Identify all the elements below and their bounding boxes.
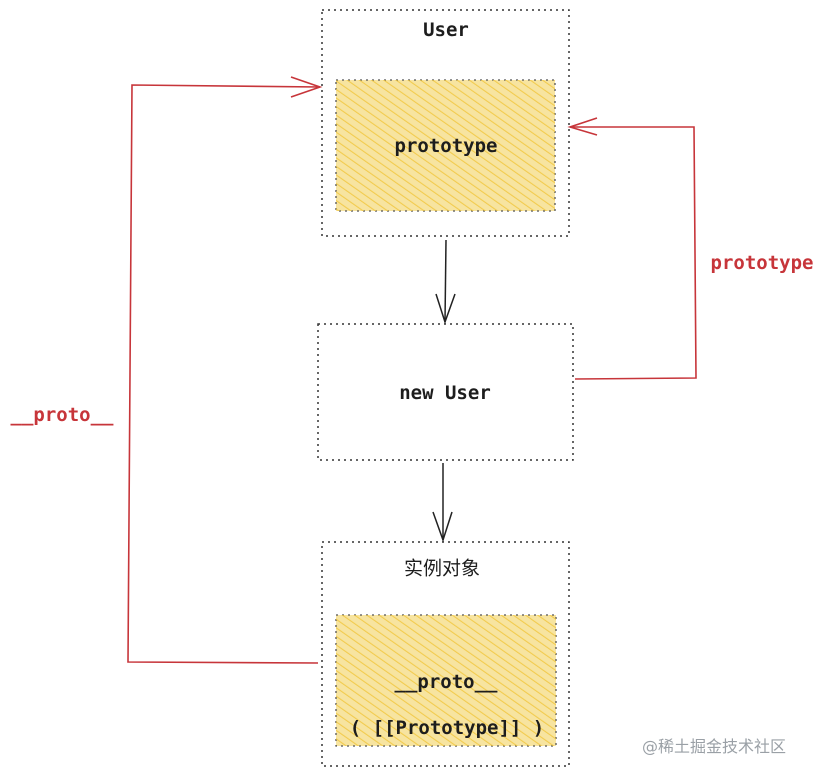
arrow-new-user-to-instance: [432, 463, 453, 543]
proto-arrow: [127, 76, 323, 664]
instance-proto-label: __proto__: [394, 671, 498, 693]
watermark: @稀土掘金技术社区: [642, 737, 787, 756]
instance-title: 实例对象: [403, 557, 481, 580]
user-title: User: [423, 19, 469, 41]
prototype-edge-label: prototype: [710, 252, 814, 274]
proto-inner-hatch: [336, 615, 556, 746]
prototype-arrow: [567, 117, 697, 380]
prototype-inner-hatch: [336, 80, 555, 211]
user-box: [321, 9, 570, 237]
proto-edge-label: __proto__: [10, 404, 114, 426]
instance-prototype-slot-label: ( [[Prototype]] ): [349, 717, 545, 739]
new-user-label: new User: [399, 382, 491, 404]
instance-box: [321, 541, 570, 767]
new-user-box: [317, 323, 574, 461]
user-prototype-label: prototype: [394, 135, 498, 157]
arrow-user-to-new-user: [435, 239, 456, 325]
